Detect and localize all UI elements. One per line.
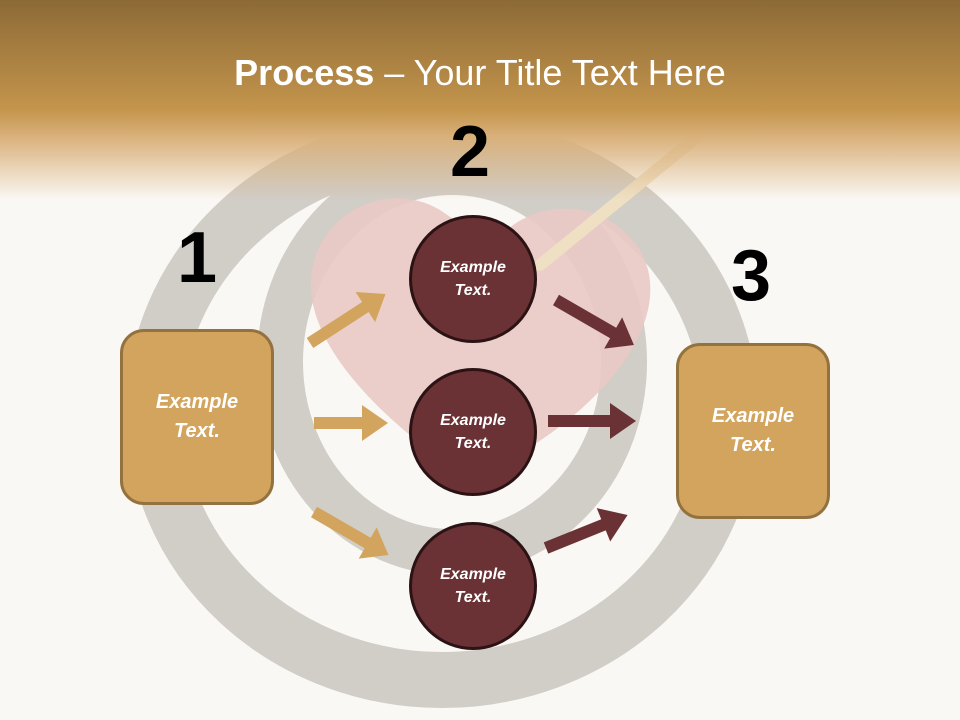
box-text-line: Example bbox=[155, 391, 239, 413]
step-number-3: 3 bbox=[731, 236, 772, 316]
step-number-1: 1 bbox=[177, 218, 218, 298]
arrow-down-right-dark bbox=[553, 294, 634, 349]
circle-text-line: Example bbox=[440, 412, 506, 429]
title-bold: Process bbox=[234, 52, 375, 93]
box-text-line: Text. bbox=[730, 434, 776, 456]
arrow-down-right bbox=[311, 506, 389, 559]
circle-text-line: Text. bbox=[454, 435, 492, 452]
slide-title: Process – Your Title Text Here bbox=[0, 52, 960, 94]
maroon-arrows bbox=[543, 294, 636, 554]
arrow-up-right bbox=[306, 291, 386, 349]
arrow-up-right-dark bbox=[543, 508, 628, 554]
circle-text-line: Example bbox=[440, 566, 506, 583]
circle-text-line: Text. bbox=[454, 589, 492, 606]
arrow-right bbox=[314, 405, 388, 441]
box-text-line: Text. bbox=[174, 420, 220, 442]
box-text-line: Example bbox=[711, 405, 795, 427]
arrow-right-dark bbox=[548, 403, 636, 439]
tan-arrows bbox=[306, 291, 389, 559]
circle-text-line: Example bbox=[440, 259, 506, 276]
circle-text-line: Text. bbox=[454, 282, 492, 299]
title-rest: – Your Title Text Here bbox=[374, 52, 726, 93]
step-number-2: 2 bbox=[450, 112, 491, 192]
title-banner bbox=[0, 0, 960, 200]
